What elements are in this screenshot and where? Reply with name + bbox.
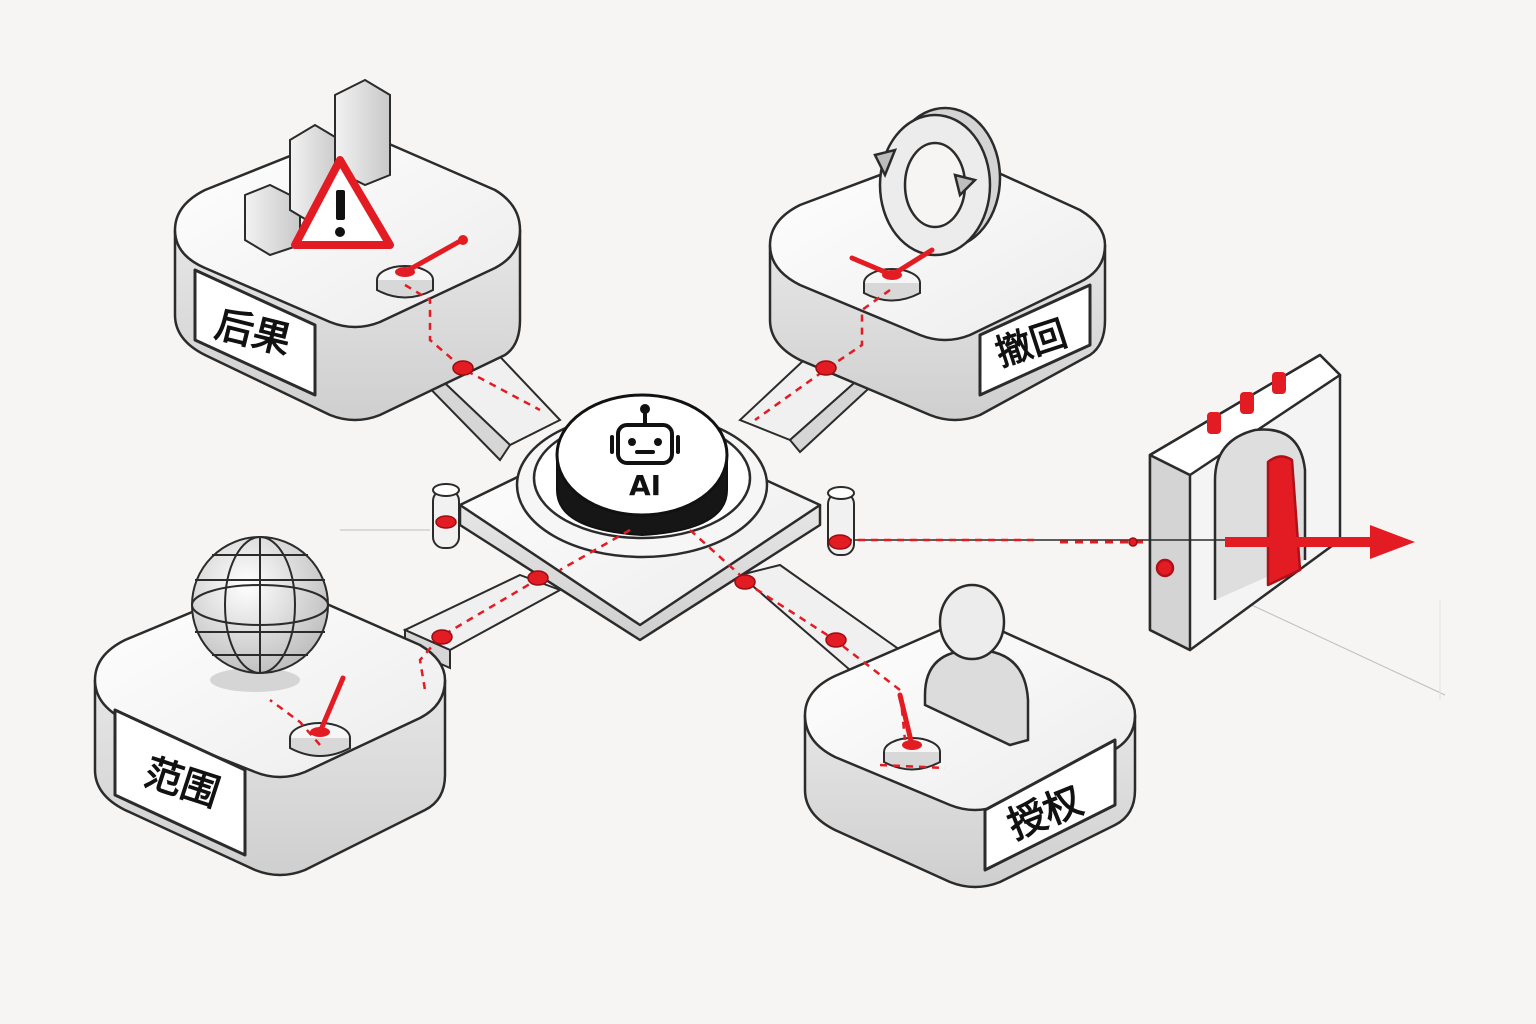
hub-label: AI: [629, 469, 661, 502]
warning-icon: [291, 156, 394, 249]
guide-lines: [340, 529, 1446, 700]
label-plate-revoke: 撤回: [978, 283, 1092, 397]
lever-switch-scope: [289, 675, 351, 757]
label-plate-scope: 范围: [113, 708, 247, 857]
arrow-right-icon: [1225, 525, 1415, 559]
globe-shadow: [210, 668, 300, 692]
circular-arrow-icon: [873, 106, 1002, 257]
signal-nodes: [431, 360, 1138, 648]
user-icon: [923, 583, 1030, 747]
ai-badge: [555, 393, 729, 537]
module-scope: 范围: [93, 536, 447, 877]
lever-switch-revoke: [849, 247, 935, 302]
globe-icon: [191, 536, 329, 674]
label-plate-consequence: 后果: [193, 268, 317, 397]
gate-arch-icon: [1148, 353, 1342, 652]
module-consequence: 后果: [173, 78, 522, 422]
module-authorization: 授权: [803, 583, 1137, 889]
robot-icon: [610, 404, 680, 465]
lever-switch-consequence: [376, 235, 468, 299]
signal-paths: [269, 283, 1040, 770]
central-hub: AI: [432, 393, 855, 642]
module-revoke: 撤回: [768, 106, 1107, 422]
